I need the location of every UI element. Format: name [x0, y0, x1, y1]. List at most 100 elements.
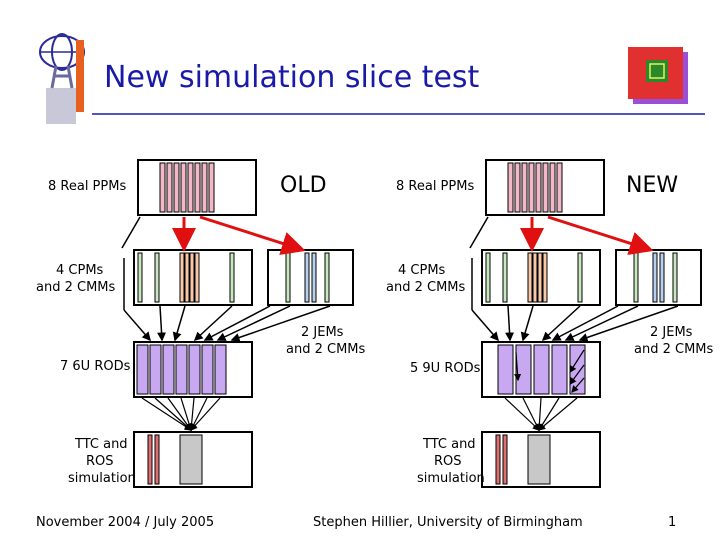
old-jem-cable [203, 305, 271, 341]
new-cmm-module [577, 252, 583, 303]
old-ppm-module [201, 162, 208, 213]
new-cpm-module [537, 252, 543, 303]
old-ppm-cable [121, 216, 141, 249]
chip-logo-icon [628, 47, 688, 104]
new-cmm-module [485, 252, 491, 303]
new-rod-internal-cable [569, 349, 585, 374]
new-ttc-module [495, 434, 501, 485]
new-ppm-cable [469, 216, 489, 249]
old-cpm-cable [157, 305, 167, 342]
old-ppm-module [208, 162, 215, 213]
new-jem-cable [564, 305, 639, 341]
new-jem-crate [615, 249, 702, 306]
new-cpm-cable [541, 305, 581, 342]
old-cpm-label-line1: 4 CPMs [56, 263, 104, 278]
old-jem-cable [216, 305, 291, 341]
new-rod-module [533, 344, 550, 395]
new-cpm-cable [505, 305, 515, 342]
new-ttc-label-line2: ROS [434, 454, 462, 469]
new-rod-label: 5 9U RODs [410, 361, 481, 376]
old-rod-module [149, 344, 162, 395]
old-jem-cable [230, 305, 331, 342]
new-ppm-module [528, 162, 535, 213]
old-rod-to-ros-cable [141, 397, 193, 431]
old-ttc-label-line2: ROS [86, 454, 114, 469]
old-ttc-module [154, 434, 160, 485]
new-rod-internal-cable [569, 364, 585, 385]
old-ppm-label: 8 Real PPMs [48, 179, 127, 194]
new-cpm-module [542, 252, 548, 303]
new-cpm-module [527, 252, 533, 303]
old-ppm-module [180, 162, 187, 213]
old-cpm-cable [172, 305, 186, 342]
old-ttc-module [147, 434, 153, 485]
old-jem-label-line1: 2 JEMs [301, 325, 344, 340]
old-cpm-module [189, 252, 195, 303]
old-rod-to-ros-cable [190, 397, 221, 431]
old-rod-module [214, 344, 227, 395]
new-ppm-label: 8 Real PPMs [396, 179, 475, 194]
old-ppm-module [194, 162, 201, 213]
footer-author: Stephen Hillier, University of Birmingha… [313, 515, 583, 530]
old-cpm-module [184, 252, 190, 303]
old-ppm-module [187, 162, 194, 213]
new-ppm-module [521, 162, 528, 213]
new-ttc-label-line1: TTC and [423, 437, 476, 452]
old-cpm-module [194, 252, 200, 303]
new-cpm-label-line1: 4 CPMs [398, 263, 446, 278]
new-jem-label-line1: 2 JEMs [650, 325, 693, 340]
old-rod-module [201, 344, 214, 395]
new-rod-internal-cable [571, 377, 585, 393]
new-rod-module [515, 344, 532, 395]
old-cmm-module [324, 252, 330, 303]
new-jem-cable [578, 305, 679, 342]
new-rod-module [551, 344, 568, 395]
old-ppm-module [166, 162, 173, 213]
new-ttc-label-line3: simulation [417, 471, 485, 486]
old-ros-module [179, 434, 203, 485]
new-ros-module [527, 434, 551, 485]
old-ppm-module [173, 162, 180, 213]
old-ppm-module [159, 162, 166, 213]
old-jem-module [311, 252, 317, 303]
old-ttc-label-line3: simulation [68, 471, 136, 486]
old-cmm-module [285, 252, 291, 303]
old-rod-module [175, 344, 188, 395]
new-ppm-module [507, 162, 514, 213]
old-heading: OLD [280, 173, 327, 198]
old-rod-to-ros-cable [167, 397, 192, 431]
footer-date: November 2004 / July 2005 [36, 515, 215, 530]
old-cpm-label-line2: and 2 CMMs [36, 280, 116, 295]
new-ppm-module [556, 162, 563, 213]
new-rod-to-ros-cable [538, 397, 578, 431]
new-ppm-module [535, 162, 542, 213]
page-title: New simulation slice test [104, 60, 480, 95]
page-number: 1 [668, 515, 677, 530]
new-cpm-label-line2: and 2 CMMs [386, 280, 466, 295]
old-rod-module [188, 344, 201, 395]
new-cpm-module [532, 252, 538, 303]
old-rod-module [162, 344, 175, 395]
old-ppm-to-jem-arrow [199, 215, 306, 255]
new-cmm-module [672, 252, 678, 303]
new-ppm-module [514, 162, 521, 213]
new-cpm-cable [471, 309, 499, 342]
new-ppm-module [542, 162, 549, 213]
old-cmm-module [229, 252, 235, 303]
old-jem-module [304, 252, 310, 303]
new-rod-internal-cable [513, 351, 522, 382]
new-jem-cable [551, 305, 619, 341]
new-cmm-module [502, 252, 508, 303]
new-jem-label-line2: and 2 CMMs [634, 342, 714, 357]
new-jem-module [659, 252, 665, 303]
new-rod-to-ros-cable [504, 397, 540, 431]
atlas-logo-icon [39, 33, 85, 124]
old-cpm-cable [123, 309, 151, 342]
new-ppm-to-jem-arrow [547, 215, 654, 255]
new-cmm-module [633, 252, 639, 303]
old-jem-label-line2: and 2 CMMs [286, 342, 366, 357]
old-rod-module [136, 344, 149, 395]
new-cpm-cable [520, 305, 534, 342]
old-cpm-cable [193, 305, 233, 342]
